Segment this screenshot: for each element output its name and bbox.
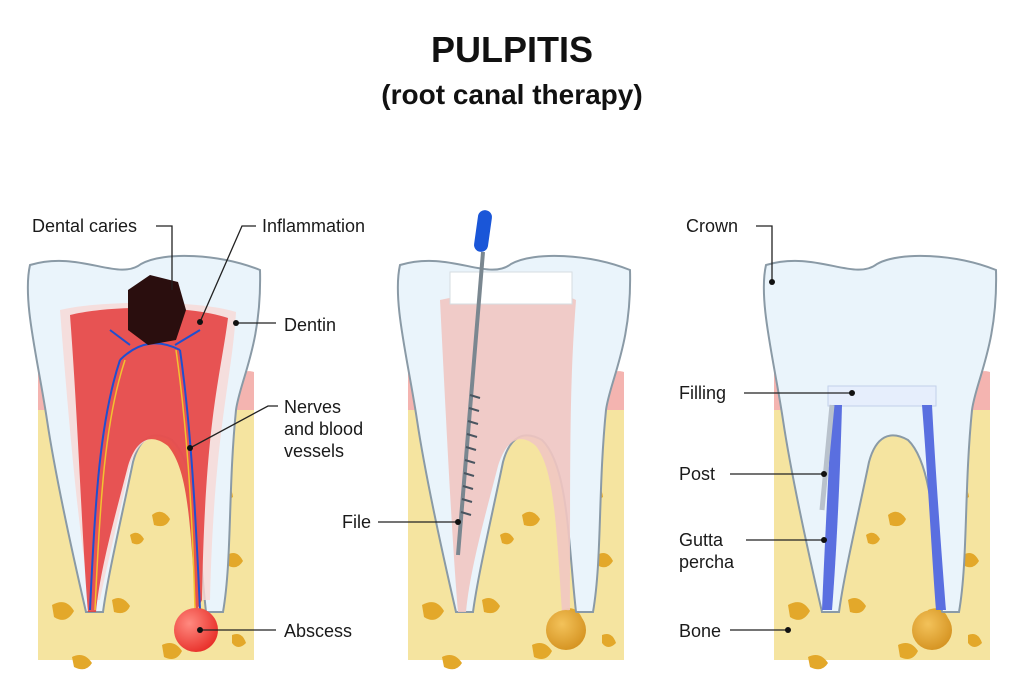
diagram-subtitle: (root canal therapy) xyxy=(381,79,642,110)
dot-abscess xyxy=(197,627,203,633)
healing-mark xyxy=(546,610,586,650)
panel-inflamed-tooth: Dental caries Inflammation Dentin Nerves… xyxy=(26,216,365,670)
filling xyxy=(827,385,937,407)
dot-post xyxy=(821,471,827,477)
leader-inflammation xyxy=(199,225,256,323)
dot-file xyxy=(455,519,461,525)
label-abscess: Abscess xyxy=(284,621,352,641)
file-handle xyxy=(474,210,492,252)
panel-restored-tooth: Crown Filling Post Gutta percha Bone xyxy=(679,216,998,670)
leader-nerves xyxy=(189,405,278,449)
label-bone: Bone xyxy=(679,621,721,641)
dot-nerves xyxy=(187,445,193,451)
label-dental-caries: Dental caries xyxy=(32,216,137,236)
nerve-vessels-yellow xyxy=(94,349,196,611)
access-cavity xyxy=(449,271,573,305)
dot-filling xyxy=(849,390,855,396)
dot-gutta xyxy=(821,537,827,543)
file-shaft xyxy=(456,251,485,556)
gutta-percha-left xyxy=(822,405,842,610)
inflamed-pulp xyxy=(70,307,228,612)
leader-crown xyxy=(756,225,773,282)
dot-bone xyxy=(785,627,791,633)
label-nerves-line2: and blood xyxy=(284,419,363,439)
healing-mark xyxy=(912,610,952,650)
dot-crown xyxy=(769,279,775,285)
label-dentin: Dentin xyxy=(284,315,336,335)
file-flutes xyxy=(460,394,481,516)
panel-cleaning-tooth: File xyxy=(342,210,632,670)
label-nerves-line1: Nerves xyxy=(284,397,341,417)
label-post: Post xyxy=(679,464,715,484)
diagram-title: PULPITIS xyxy=(431,29,593,70)
post xyxy=(819,404,835,511)
dot-inflammation xyxy=(197,319,203,325)
label-inflammation: Inflammation xyxy=(262,216,365,236)
label-gutta-line2: percha xyxy=(679,552,735,572)
label-file: File xyxy=(342,512,371,532)
leader-dental-caries xyxy=(156,225,173,290)
gutta-percha-right xyxy=(922,405,946,610)
abscess xyxy=(174,608,218,652)
dental-caries xyxy=(128,275,186,345)
label-filling: Filling xyxy=(679,383,726,403)
endodontic-file xyxy=(456,210,492,556)
label-gutta-line1: Gutta xyxy=(679,530,724,550)
label-crown: Crown xyxy=(686,216,738,236)
label-nerves-line3: vessels xyxy=(284,441,344,461)
dot-dentin xyxy=(233,320,239,326)
